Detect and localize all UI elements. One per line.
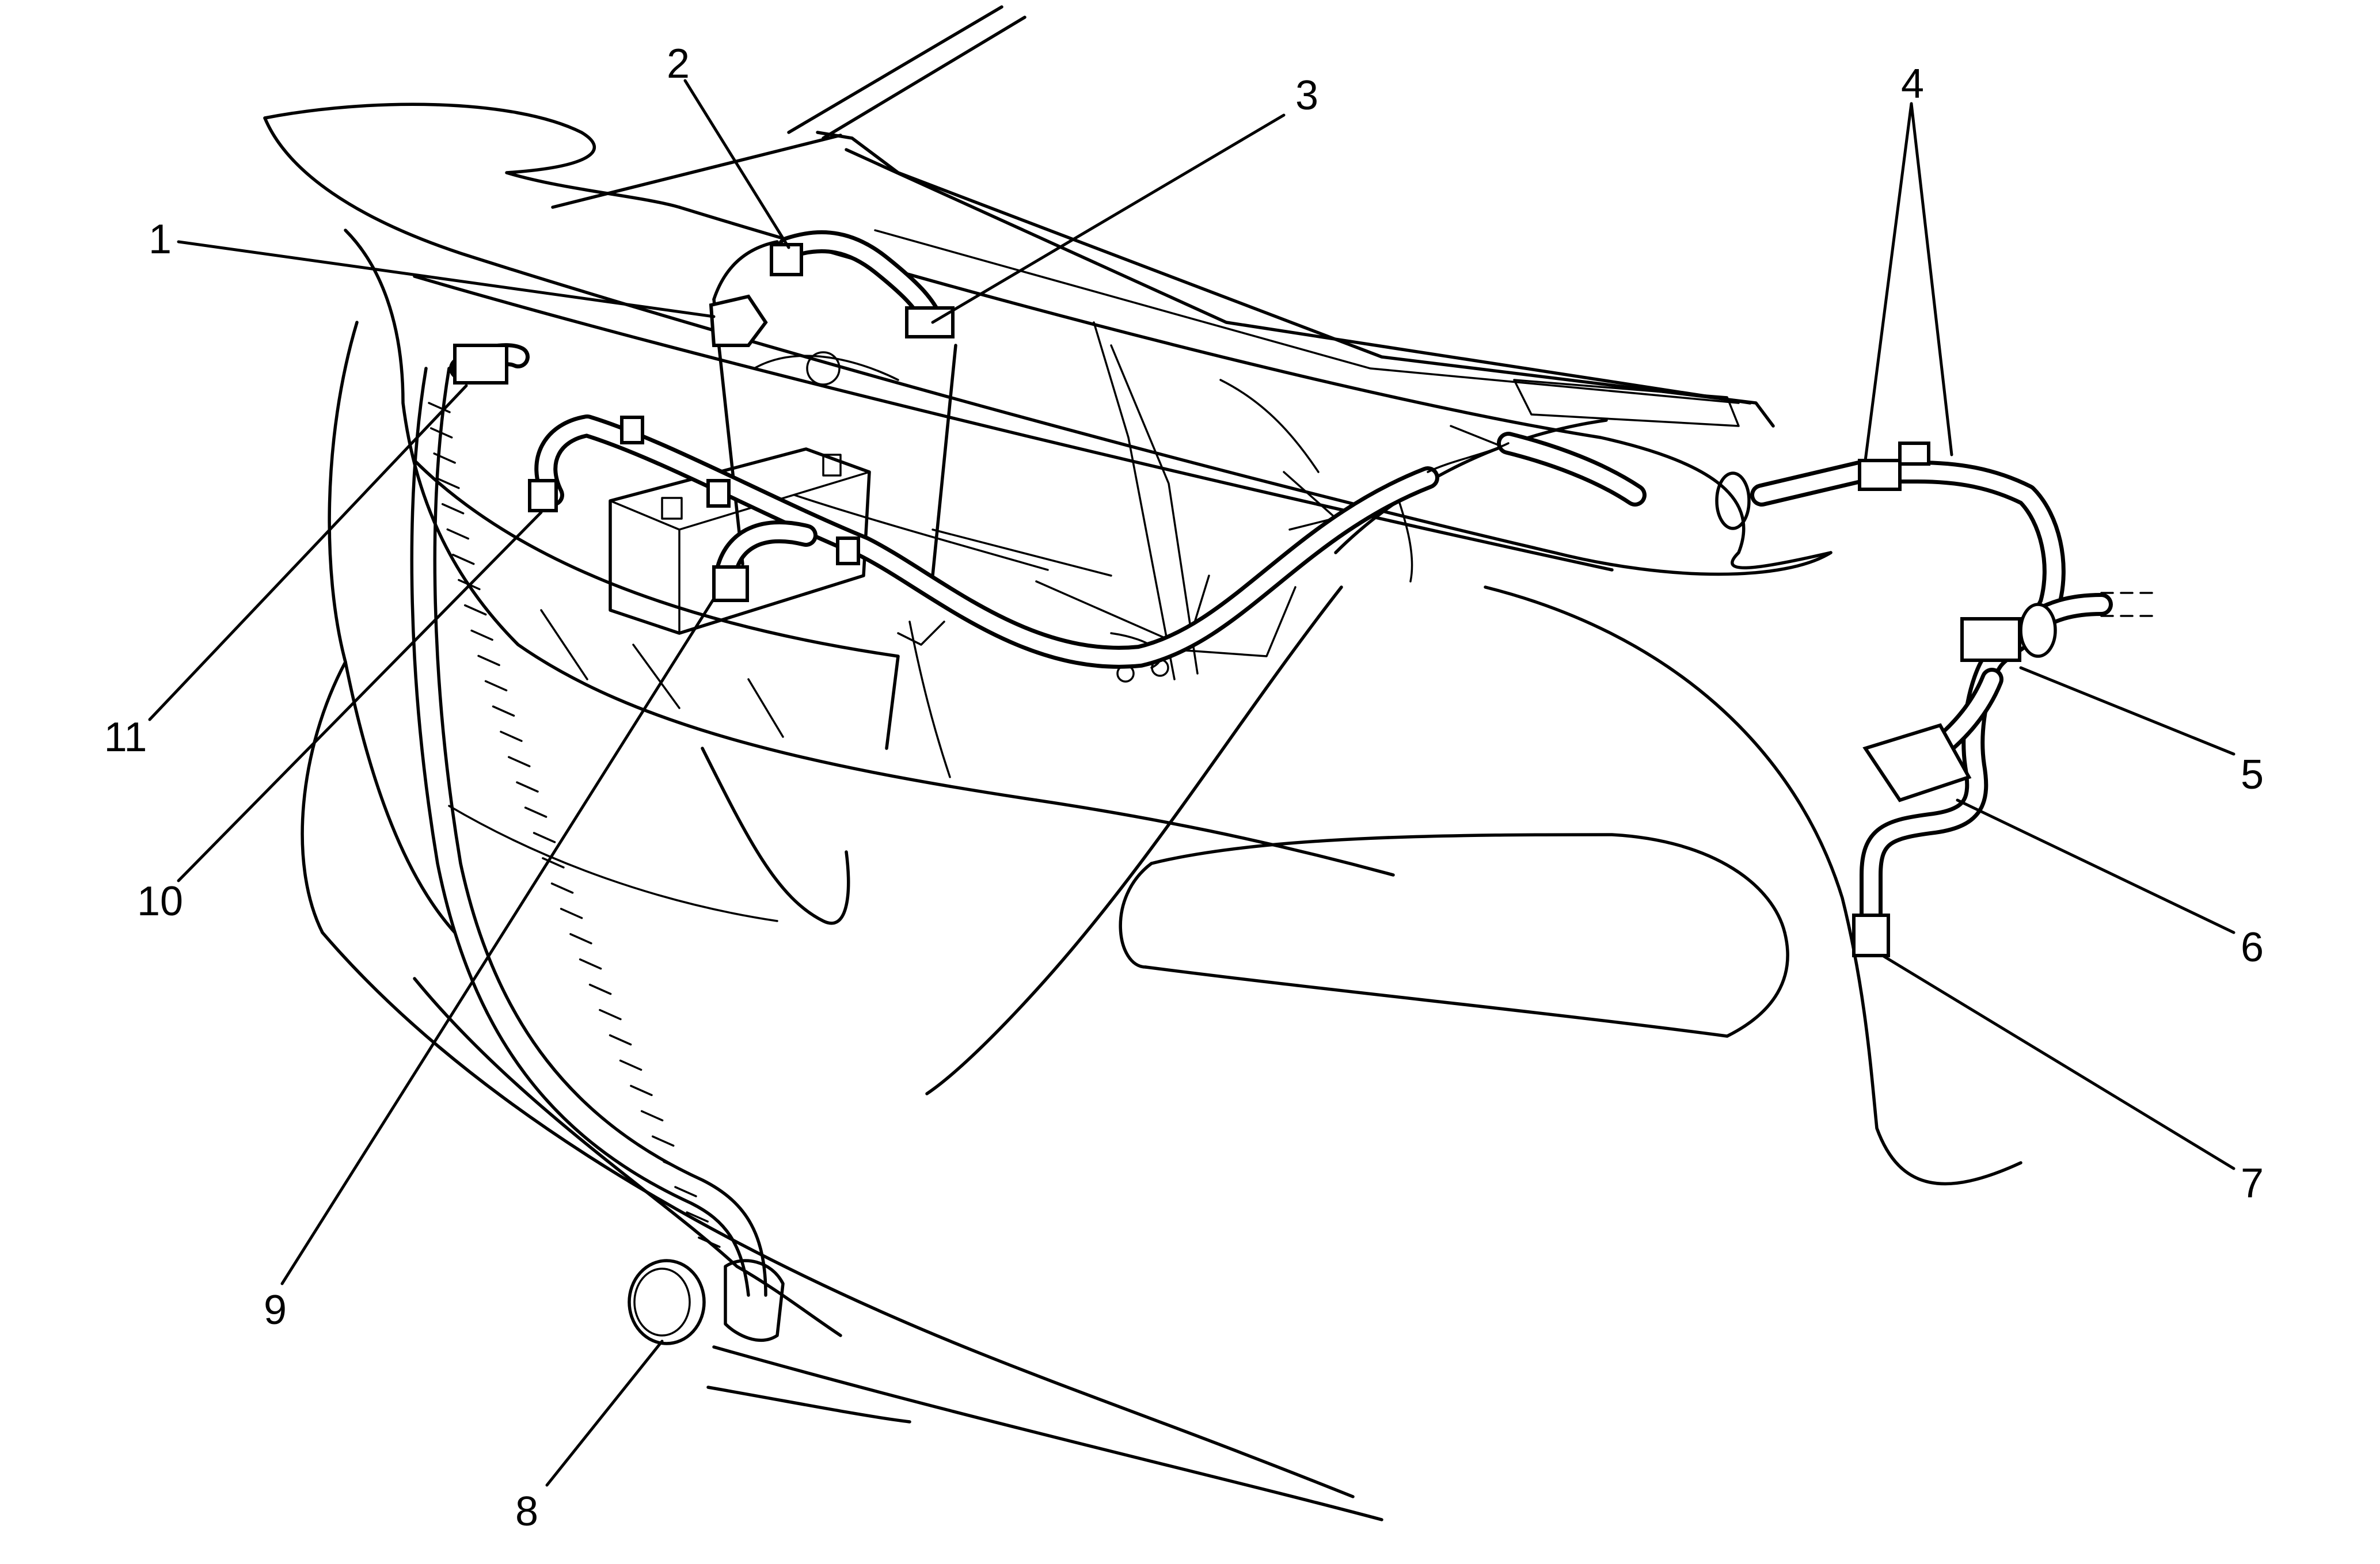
callout-4: 4 (1901, 61, 1924, 107)
callout-7: 7 (2241, 1160, 2264, 1207)
callout-labels: 1 2 3 4 5 6 7 8 9 10 11 (104, 41, 2264, 1535)
connector-11 (453, 344, 508, 385)
connector-7 (1852, 914, 1890, 957)
callout-10: 10 (137, 878, 183, 924)
trunk-interior (712, 240, 1510, 683)
rear-spoiler (263, 102, 1832, 576)
callout-3: 3 (1295, 73, 1318, 119)
bumper-harness (410, 367, 767, 1297)
callout-5: 5 (2241, 752, 2264, 798)
callout-6: 6 (2241, 924, 2264, 971)
leader-lines (148, 79, 2235, 1487)
connector-3 (905, 306, 955, 338)
callout-2: 2 (667, 41, 690, 87)
connector-2 (770, 243, 803, 276)
callout-1: 1 (149, 216, 172, 262)
rear-window-lines (551, 5, 1775, 428)
connector-5 (1960, 617, 2021, 662)
connector-1 (709, 294, 768, 347)
rear-fascia (301, 585, 2022, 1521)
connector-9 (712, 565, 749, 602)
connector-6 (1862, 723, 1972, 802)
callout-9: 9 (264, 1287, 287, 1333)
battery (609, 447, 871, 635)
callout-8: 8 (515, 1489, 538, 1535)
deck-lid (328, 229, 1395, 934)
connector-4a (1858, 459, 1902, 491)
park-assist-sensor (628, 1259, 785, 1345)
connector-10 (528, 479, 558, 512)
connectors (453, 243, 2021, 957)
callout-11: 11 (104, 714, 147, 760)
